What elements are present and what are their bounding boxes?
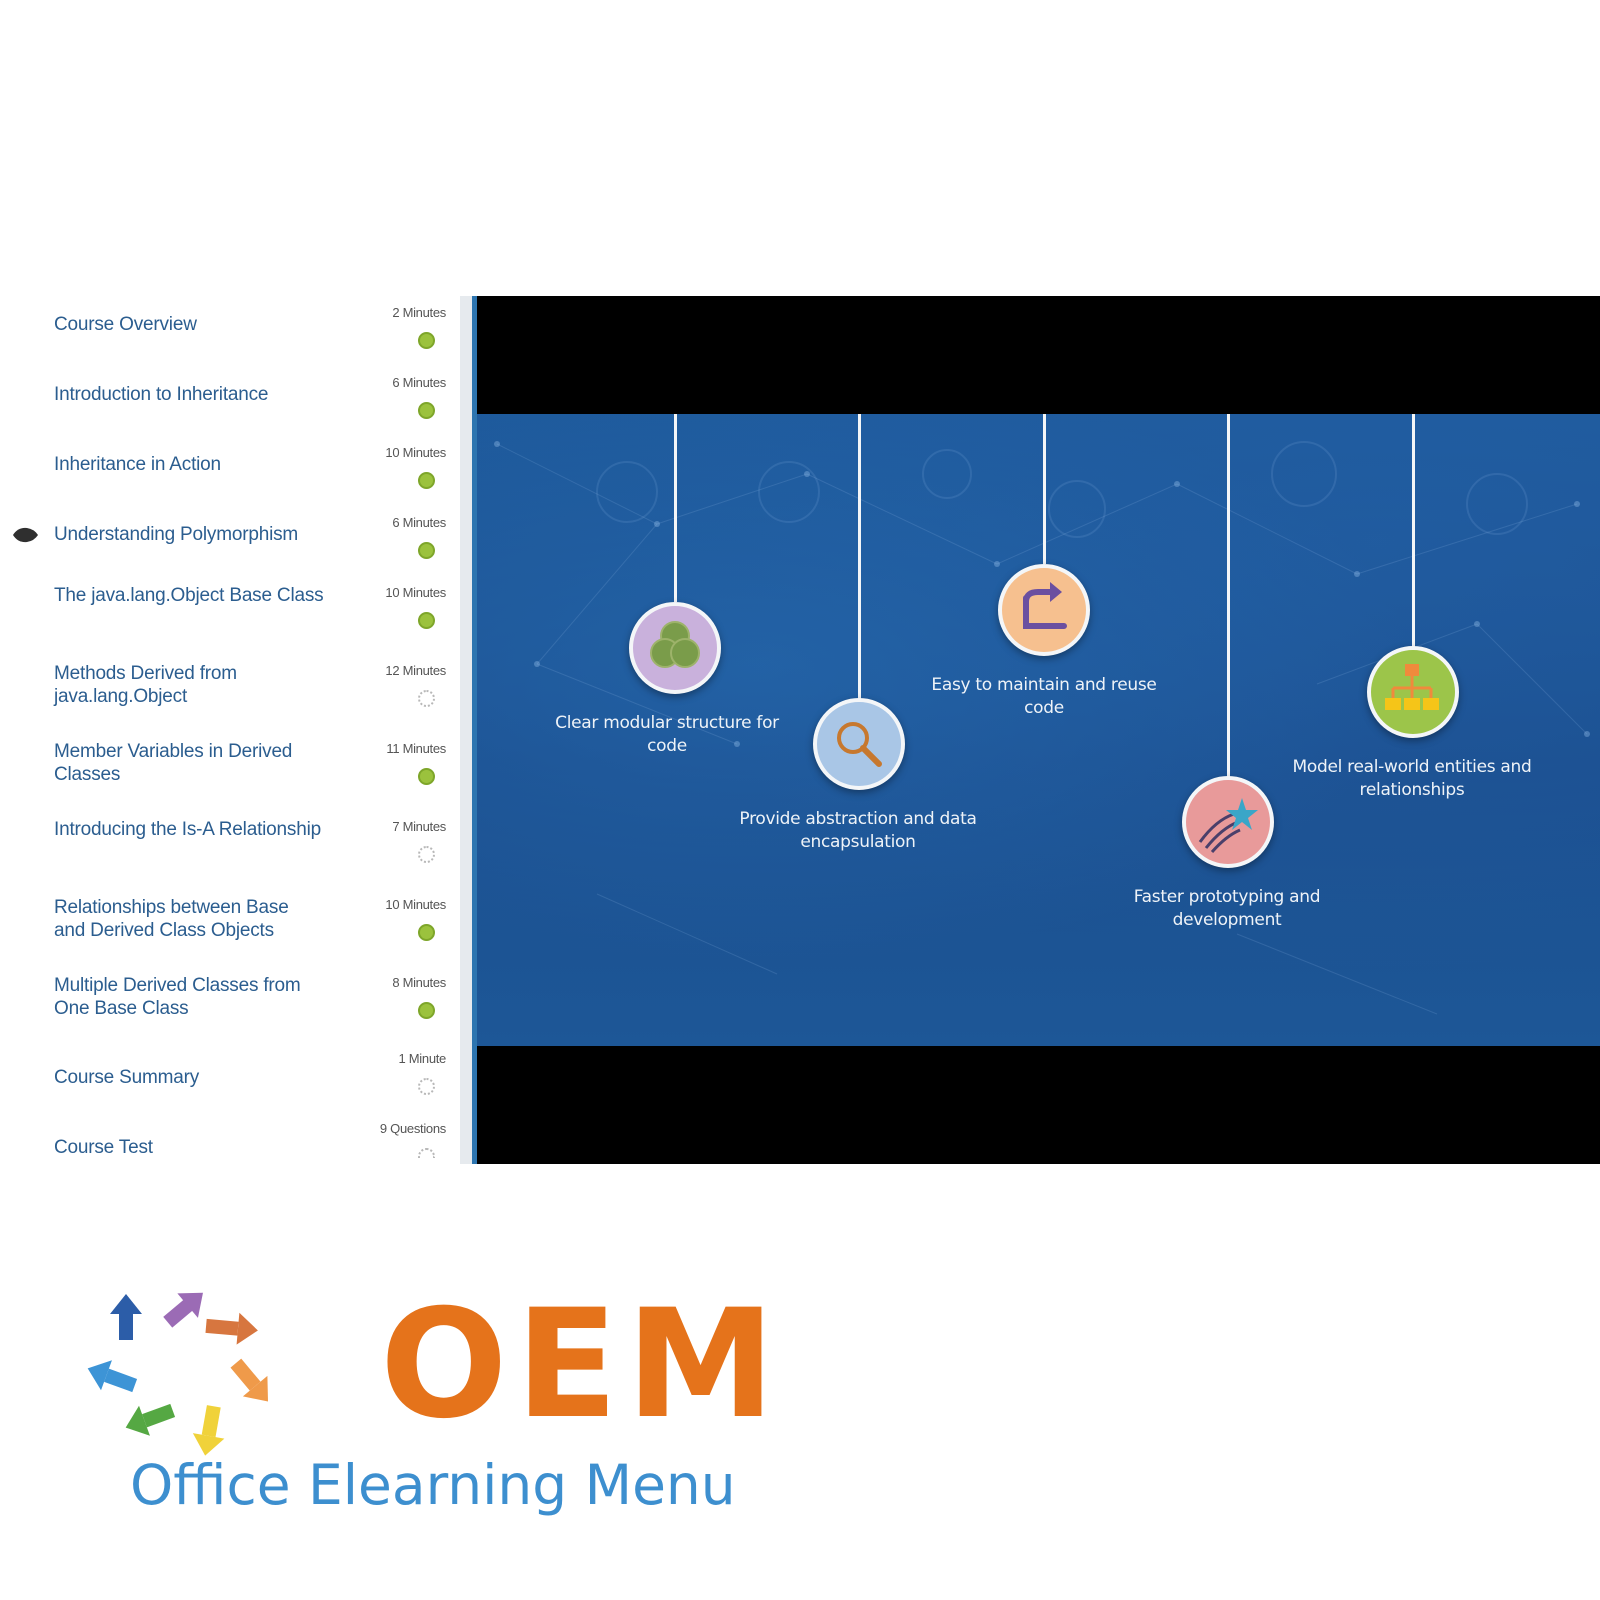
pendant-string — [1412, 414, 1415, 650]
benefit-label: Easy to maintain and reuse code — [931, 675, 1157, 718]
course-item-duration: 2 Minutes — [392, 305, 446, 320]
video-slide: Clear modular structure for code Provide… — [477, 414, 1600, 1046]
completed-status-icon — [418, 612, 435, 629]
course-item-duration: 10 Minutes — [385, 585, 446, 600]
benefit-label: Provide abstraction and data encapsulati… — [739, 809, 977, 852]
course-item-title: Introducing the Is-A Relationship — [54, 819, 321, 840]
overlapping-circles-icon — [629, 602, 721, 694]
course-item-introduction-to-inheritance[interactable]: Introduction to Inheritance 6 Minutes — [0, 366, 460, 436]
course-item-duration: 9 Questions — [379, 1121, 446, 1136]
panel-divider — [460, 296, 474, 1164]
course-item-understanding-polymorphism[interactable]: Understanding Polymorphism 6 Minutes — [0, 506, 460, 576]
not-started-status-icon — [418, 846, 435, 863]
course-item-title: Course Test — [54, 1137, 153, 1158]
course-item-multiple-derived-classes[interactable]: Multiple Derived Classes from One Base C… — [0, 969, 460, 1039]
course-item-title: Methods Derived from java.lang.Object — [54, 663, 237, 707]
course-item-introducing-the-is-a-relationship[interactable]: Introducing the Is-A Relationship 7 Minu… — [0, 813, 460, 883]
course-item-duration: 11 Minutes — [386, 741, 446, 756]
active-panel-indicator — [472, 296, 477, 1164]
course-item-title: The java.lang.Object Base Class — [54, 585, 324, 606]
course-item-title: Relationships between Base and Derived C… — [54, 897, 289, 941]
benefit-label: Faster prototyping and development — [1133, 887, 1321, 930]
course-item-course-overview[interactable]: Course Overview 2 Minutes — [0, 296, 460, 366]
brand-logo: OEM Office Elearning Menu — [80, 1270, 775, 1560]
completed-status-icon — [418, 768, 435, 785]
course-item-course-test[interactable]: Course Test 9 Questions — [0, 1118, 460, 1188]
benefit-label: Clear modular structure for code — [555, 713, 779, 756]
course-item-duration: 7 Minutes — [392, 819, 446, 834]
course-item-duration: 8 Minutes — [392, 975, 446, 990]
benefit-label: Model real-world entities and relationsh… — [1292, 757, 1532, 800]
course-list: Course Overview 2 Minutes Introduction t… — [0, 296, 460, 1164]
course-item-relationships-between-base-and-derived[interactable]: Relationships between Base and Derived C… — [0, 891, 460, 961]
completed-status-icon — [418, 472, 435, 489]
course-item-duration: 10 Minutes — [385, 897, 446, 912]
course-item-duration: 6 Minutes — [392, 515, 446, 530]
magnifier-icon — [813, 698, 905, 790]
not-started-status-icon — [418, 690, 435, 707]
pendant-string — [858, 414, 861, 701]
not-started-status-icon — [418, 1078, 435, 1095]
course-item-duration: 10 Minutes — [385, 445, 446, 460]
course-item-inheritance-in-action[interactable]: Inheritance in Action 10 Minutes — [0, 436, 460, 506]
course-item-java-lang-object-base-class[interactable]: The java.lang.Object Base Class 10 Minut… — [0, 579, 460, 649]
completed-status-icon — [418, 402, 435, 419]
course-item-duration: 6 Minutes — [392, 375, 446, 390]
course-item-course-summary[interactable]: Course Summary 1 Minute — [0, 1048, 460, 1118]
pendant-string — [674, 414, 677, 602]
brand-tagline: Office Elearning Menu — [130, 1453, 736, 1517]
not-started-status-icon — [418, 1148, 435, 1158]
completed-status-icon — [418, 542, 435, 559]
course-item-title: Multiple Derived Classes from One Base C… — [54, 975, 301, 1019]
brand-name: OEM — [380, 1278, 784, 1452]
logo-arrows-icon — [87, 1292, 268, 1456]
completed-status-icon — [418, 1002, 435, 1019]
course-item-title: Introduction to Inheritance — [54, 384, 269, 405]
current-lesson-marker-icon — [13, 527, 38, 543]
course-item-title: Understanding Polymorphism — [54, 524, 299, 545]
network-background-pattern — [494, 441, 1590, 1015]
completed-status-icon — [418, 332, 435, 349]
course-item-methods-derived-from-java-lang-object[interactable]: Methods Derived from java.lang.Object 12… — [0, 657, 460, 727]
video-player[interactable]: Clear modular structure for code Provide… — [477, 296, 1600, 1164]
course-item-title: Member Variables in Derived Classes — [54, 741, 293, 785]
course-item-duration: 12 Minutes — [385, 663, 446, 678]
course-item-duration: 1 Minute — [398, 1051, 447, 1066]
course-item-title: Course Summary — [54, 1067, 200, 1088]
course-item-title: Inheritance in Action — [54, 454, 221, 475]
course-item-title: Course Overview — [54, 314, 197, 335]
hierarchy-chart-icon — [1367, 646, 1459, 738]
shooting-star-icon — [1182, 776, 1274, 868]
pendant-string — [1043, 414, 1046, 564]
pendant-string — [1227, 414, 1230, 780]
course-item-member-variables-in-derived-classes[interactable]: Member Variables in Derived Classes 11 M… — [0, 735, 460, 805]
redo-arrow-icon — [998, 564, 1090, 656]
completed-status-icon — [418, 924, 435, 941]
